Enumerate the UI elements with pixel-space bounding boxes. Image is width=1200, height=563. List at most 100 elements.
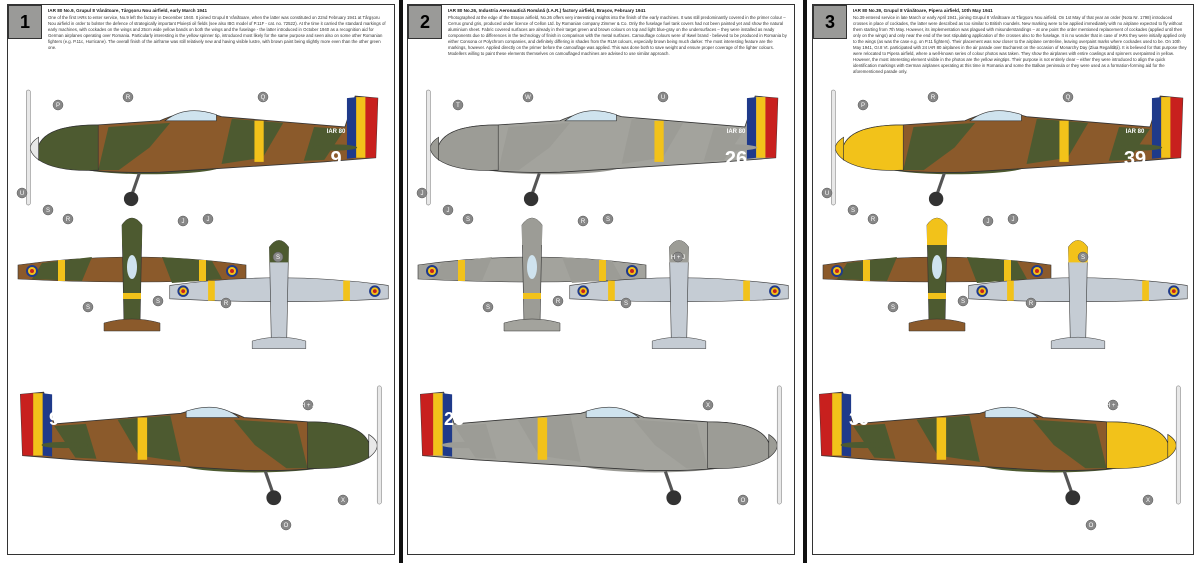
callout-marker: W: [522, 91, 534, 103]
callout-marker: J: [177, 215, 189, 227]
callout-marker: P: [52, 99, 64, 111]
profile-number: 1: [8, 5, 42, 39]
svg-text:S: S: [851, 208, 855, 214]
callout-marker: S: [272, 251, 284, 263]
callout-marker: R: [927, 91, 939, 103]
callout-marker: S: [847, 204, 859, 216]
panel-header: 3 IAR 80 No.39, Grupul 8 Vânătoare, Pipe…: [813, 5, 1193, 111]
svg-text:Q: Q: [261, 95, 266, 101]
callout-marker: S: [42, 204, 54, 216]
aircraft-drawings: 26 IAR 80 26 T W U J J S R S S R S H + J X O: [416, 88, 789, 507]
callout-marker: R: [552, 295, 564, 307]
svg-text:S: S: [46, 208, 50, 214]
svg-text:R: R: [1029, 301, 1034, 307]
callout-marker: H + J: [1106, 399, 1120, 411]
callout-marker: R: [220, 297, 232, 309]
profile-number: 2: [408, 5, 442, 39]
svg-text:R: R: [224, 301, 229, 307]
profile-panel-1: 1 IAR 80 No.9, Grupul 8 Vânătoare, Târgș…: [7, 4, 395, 555]
top-view: [17, 217, 247, 332]
callout-marker: R: [577, 215, 589, 227]
callout-marker: P: [857, 99, 869, 111]
callout-marker: S: [462, 213, 474, 225]
svg-text:S: S: [624, 301, 628, 307]
side-view-left: 39 IAR 80: [829, 88, 1185, 208]
callout-marker: J: [982, 215, 994, 227]
profile-title: IAR 80 No.9, Grupul 8 Vânătoare, Târgșor…: [48, 8, 208, 13]
profile-title: IAR 80 No.39, Grupul 8 Vânătoare, Pipera…: [853, 8, 993, 13]
callout-marker: J: [202, 213, 214, 225]
svg-text:H + J: H + J: [1106, 403, 1120, 409]
side-view-right: [817, 384, 1183, 507]
aircraft-number-right: 39: [849, 409, 869, 429]
profile-panel-2: 2 IAR 80 No.26, Industria Aeronautică Ro…: [407, 4, 795, 555]
top-view: [822, 217, 1052, 332]
svg-text:O: O: [284, 523, 289, 529]
svg-text:R: R: [931, 95, 936, 101]
svg-text:U: U: [825, 191, 829, 197]
callout-marker: S: [482, 301, 494, 313]
callout-marker: R: [122, 91, 134, 103]
svg-text:J: J: [421, 191, 424, 197]
aircraft-number: 9: [330, 148, 341, 170]
profile-panel-3: 3 IAR 80 No.39, Grupul 8 Vânătoare, Pipe…: [812, 4, 1194, 555]
svg-text:X: X: [341, 498, 345, 504]
callout-marker: O: [280, 519, 292, 531]
top-view: [417, 217, 647, 332]
svg-text:R: R: [126, 95, 131, 101]
profile-description: Photographed at the edge of the Brașov a…: [448, 15, 787, 56]
svg-text:P: P: [861, 103, 865, 109]
callout-marker: U: [16, 187, 28, 199]
callout-marker: H + J: [671, 251, 685, 263]
svg-text:S: S: [1081, 255, 1085, 261]
svg-text:S: S: [486, 305, 490, 311]
callout-marker: S: [887, 301, 899, 313]
svg-text:O: O: [741, 498, 746, 504]
callout-marker: S: [620, 297, 632, 309]
panel-header: 2 IAR 80 No.26, Industria Aeronautică Ro…: [408, 5, 794, 111]
svg-text:S: S: [466, 217, 470, 223]
svg-text:W: W: [525, 95, 531, 101]
callout-marker: O: [737, 494, 749, 506]
svg-text:U: U: [661, 95, 665, 101]
callout-marker: S: [82, 301, 94, 313]
svg-text:R: R: [581, 219, 586, 225]
panel-separator: [399, 0, 403, 563]
callout-marker: R: [867, 213, 879, 225]
svg-text:Q: Q: [1066, 95, 1071, 101]
side-view-left: 26 IAR 80: [424, 88, 780, 208]
svg-text:U: U: [20, 191, 24, 197]
svg-text:J: J: [987, 219, 990, 225]
profile-description: One of the first IARs to enter service, …: [48, 15, 386, 50]
svg-text:T: T: [456, 103, 460, 109]
svg-text:X: X: [706, 403, 710, 409]
aircraft-number-right: 26: [444, 409, 464, 429]
aircraft-serial: IAR 80: [1126, 129, 1145, 135]
callout-marker: J: [1007, 213, 1019, 225]
svg-text:H + J: H + J: [671, 255, 685, 261]
svg-text:R: R: [871, 217, 876, 223]
callout-marker: X: [1142, 494, 1154, 506]
side-view-right: [418, 384, 784, 507]
callout-marker: J: [442, 204, 454, 216]
svg-text:S: S: [86, 305, 90, 311]
callout-marker: X: [702, 399, 714, 411]
svg-text:R: R: [66, 217, 71, 223]
svg-text:J: J: [207, 217, 210, 223]
aircraft-number: 39: [1124, 148, 1146, 170]
svg-text:H + J: H + J: [301, 403, 315, 409]
panel-header: 1 IAR 80 No.9, Grupul 8 Vânătoare, Târgș…: [8, 5, 394, 111]
callout-marker: O: [1085, 519, 1097, 531]
callout-marker: R: [62, 213, 74, 225]
callout-marker: S: [152, 295, 164, 307]
svg-text:J: J: [1012, 217, 1015, 223]
profile-title: IAR 80 No.26, Industria Aeronautică Româ…: [448, 8, 646, 13]
svg-text:J: J: [182, 219, 185, 225]
callout-marker: Q: [257, 91, 269, 103]
profile-number: 3: [813, 5, 847, 39]
svg-text:P: P: [56, 103, 60, 109]
callout-marker: S: [602, 213, 614, 225]
svg-text:R: R: [556, 299, 561, 305]
aircraft-number: 26: [725, 148, 747, 170]
